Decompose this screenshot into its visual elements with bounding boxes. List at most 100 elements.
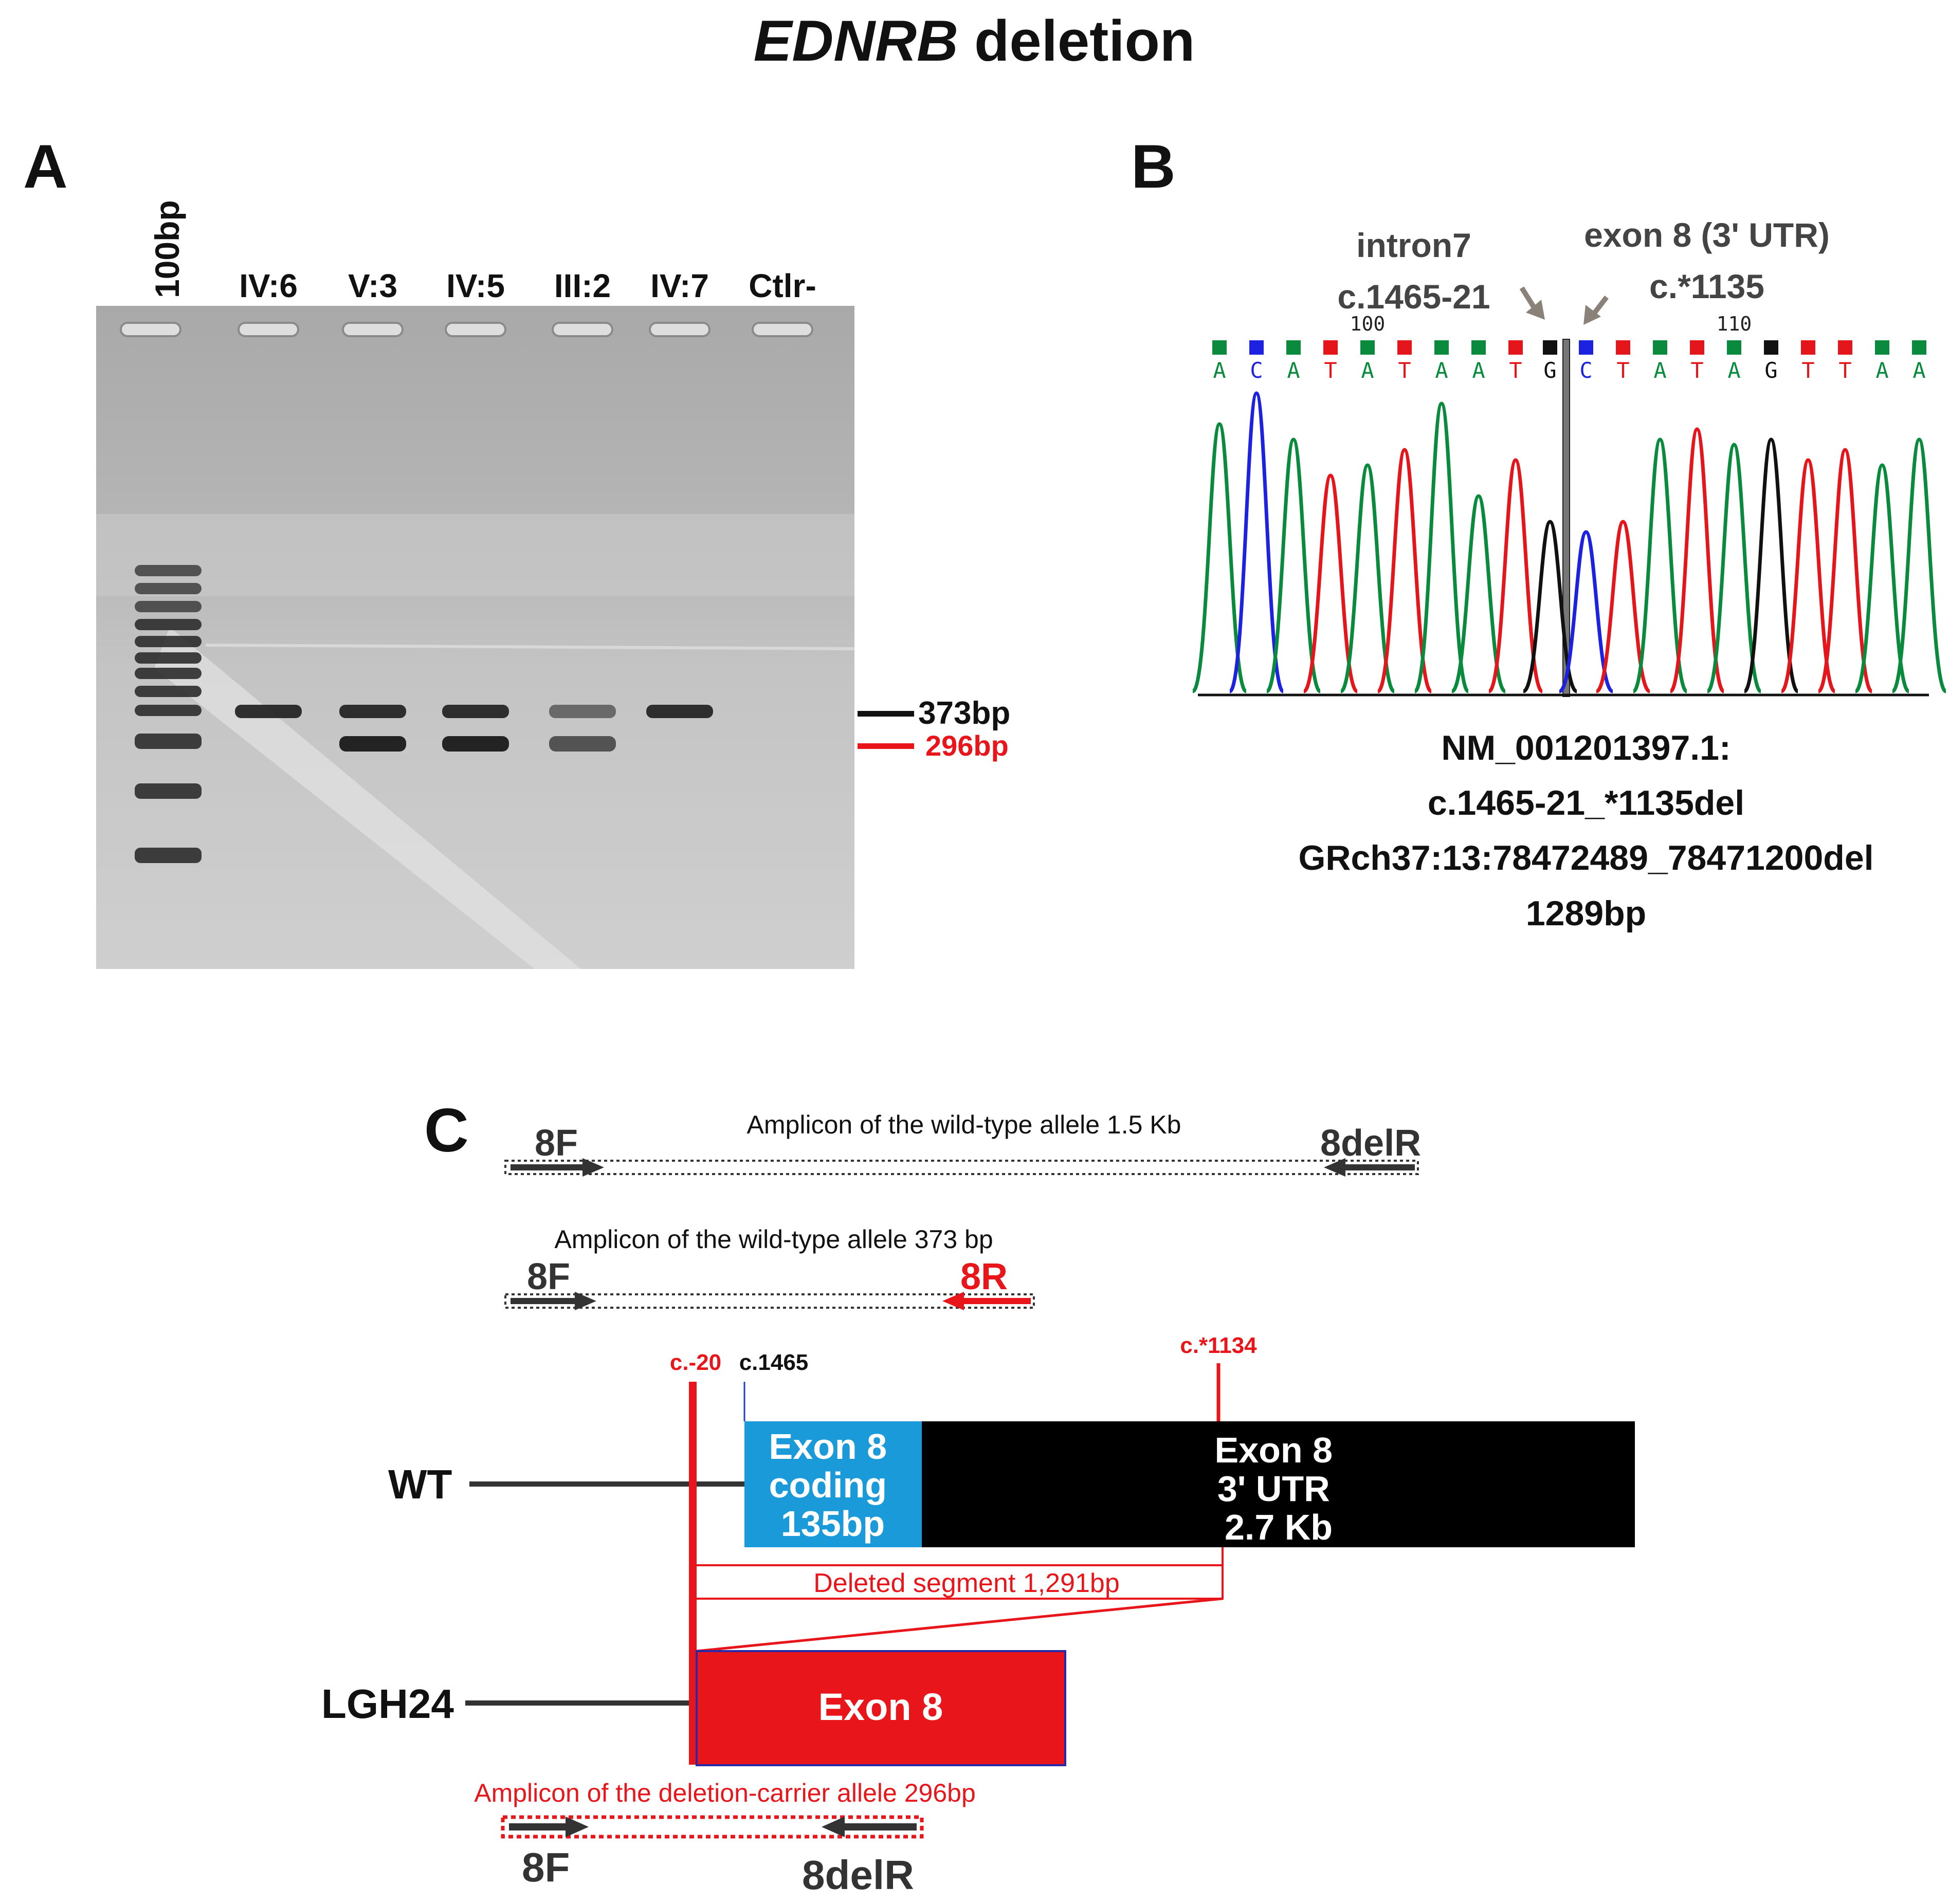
marker-296-line xyxy=(858,743,914,749)
trace-peak xyxy=(1780,458,1836,693)
base-call-letter: A xyxy=(1912,358,1925,383)
amplicon-wt-long: Amplicon of the wild-type allele 1.5 Kb … xyxy=(504,1110,1421,1177)
deleted-segment-box xyxy=(695,1564,1224,1600)
base-call-square xyxy=(1212,340,1227,355)
base-call-letter: T xyxy=(1398,358,1411,383)
amplicon-deletion-rev-arrow-icon xyxy=(822,1817,917,1837)
base-call-square xyxy=(1286,340,1301,355)
amplicon-wt-long-fwd: 8F xyxy=(535,1123,578,1164)
gel-well xyxy=(552,322,613,337)
base-call-letter: A xyxy=(1287,358,1300,383)
base-call-square xyxy=(1801,340,1815,355)
ladder-band xyxy=(135,636,202,647)
base-call-square xyxy=(1875,340,1889,355)
mutant-label: LGH24 xyxy=(321,1681,454,1727)
base-call-letter: T xyxy=(1838,358,1851,383)
mutant-exon-text: Exon 8 xyxy=(818,1686,943,1728)
base-call-square xyxy=(1690,340,1704,355)
ladder-band xyxy=(135,619,202,630)
trace-peak xyxy=(1706,443,1762,693)
base-call-letter: C xyxy=(1579,358,1592,383)
gel-well xyxy=(342,322,404,337)
trace-peak xyxy=(1743,437,1799,693)
hgvs-genomic: GRch37:13:78472489_78471200del xyxy=(1298,838,1873,877)
ladder-band xyxy=(135,565,202,576)
gel-well xyxy=(752,322,813,337)
base-call-letter: C xyxy=(1250,358,1263,383)
base-call-square xyxy=(1838,340,1852,355)
base-call-letter: A xyxy=(1472,358,1485,383)
trace-peak xyxy=(1522,520,1578,693)
hgvs-transcript: NM_001201397.1: xyxy=(1441,728,1731,767)
pos-c1465: c.1465 xyxy=(739,1350,809,1375)
amplicon-wt-short-fwd: 8F xyxy=(527,1256,570,1297)
amplicon-wt-long-rev: 8delR xyxy=(1320,1123,1421,1164)
amplicon-wt-short-rev-arrow-icon xyxy=(942,1292,1031,1310)
sample-bands xyxy=(235,705,713,752)
gel-well xyxy=(649,322,711,337)
base-call-square xyxy=(1471,340,1486,355)
lane-label: IV:6 xyxy=(239,267,298,304)
exon-utr-line3: 2.7 Kb xyxy=(1225,1507,1333,1547)
ladder-label: 100bp xyxy=(148,200,186,298)
trace-peak xyxy=(1413,401,1470,693)
base-call-square xyxy=(1397,340,1412,355)
marker-373-text: 373bp xyxy=(918,695,1010,731)
amplicon-deletion: Amplicon of the deletion-carrier allele … xyxy=(474,1779,976,1898)
trace-peak xyxy=(1451,494,1506,693)
exon-utr-box xyxy=(922,1421,1635,1547)
trace-peak xyxy=(1891,437,1947,693)
base-call-square xyxy=(1323,340,1338,355)
base-call-square xyxy=(1249,340,1264,355)
ladder-band xyxy=(135,601,202,612)
ladder-band xyxy=(135,668,202,679)
left-breakpoint-arrow-icon xyxy=(1519,286,1545,320)
lane-label: Ctlr- xyxy=(749,267,816,304)
amplicon-wt-short-rev: 8R xyxy=(960,1256,1008,1297)
gel-haze xyxy=(96,514,854,596)
base-call-letter: A xyxy=(1361,358,1374,383)
base-call-square xyxy=(1764,340,1778,355)
trace-peak xyxy=(1266,437,1321,693)
band-373 xyxy=(235,705,302,718)
deletion-fold-line xyxy=(696,1597,1223,1653)
trace-peak xyxy=(1558,530,1614,693)
trace-peak xyxy=(1228,391,1285,693)
trace-peak xyxy=(1488,458,1543,693)
gel-well xyxy=(238,322,299,337)
band-373 xyxy=(339,705,406,718)
lane-label: IV:5 xyxy=(446,267,505,304)
pos-c1134: c.*1134 xyxy=(1180,1333,1257,1358)
ruler-100: 100 xyxy=(1350,313,1386,335)
exon-utr-line2: 3' UTR xyxy=(1217,1469,1330,1509)
pos-c-20: c.-20 xyxy=(670,1350,721,1375)
amplicon-deletion-bar xyxy=(501,1815,924,1839)
base-call-square xyxy=(1616,340,1630,355)
left-position-label: c.1465-21 xyxy=(1337,278,1490,316)
base-call-letter: T xyxy=(1690,358,1703,383)
amplicon-wt-short: Amplicon of the wild-type allele 373 bp … xyxy=(504,1225,1035,1310)
base-call-letter: T xyxy=(1324,358,1337,383)
base-call-letter: A xyxy=(1435,358,1448,383)
amplicon-deletion-fwd-arrow-icon xyxy=(509,1817,589,1837)
panel-b-label: B xyxy=(1131,132,1176,201)
chromatogram-trace xyxy=(1191,391,1947,693)
amplicon-wt-short-fwd-arrow-icon xyxy=(511,1292,596,1310)
marker-373-line xyxy=(858,711,914,717)
base-call-square xyxy=(1360,340,1375,355)
base-call-letter: A xyxy=(1875,358,1888,383)
breakpoint-bar-c-20 xyxy=(689,1382,697,1765)
ladder-band xyxy=(135,652,202,664)
gel-wells xyxy=(120,322,813,337)
base-call-letter: G xyxy=(1543,358,1556,383)
hgvs-cdna: c.1465-21_*1135del xyxy=(1428,783,1744,822)
trace-peak xyxy=(1303,473,1358,693)
gel-crack xyxy=(205,644,855,650)
lane-label: III:2 xyxy=(554,267,611,304)
ladder-band xyxy=(135,734,202,749)
exon-coding-line1: Exon 8 xyxy=(769,1426,887,1467)
base-call-letter: T xyxy=(1801,358,1814,383)
